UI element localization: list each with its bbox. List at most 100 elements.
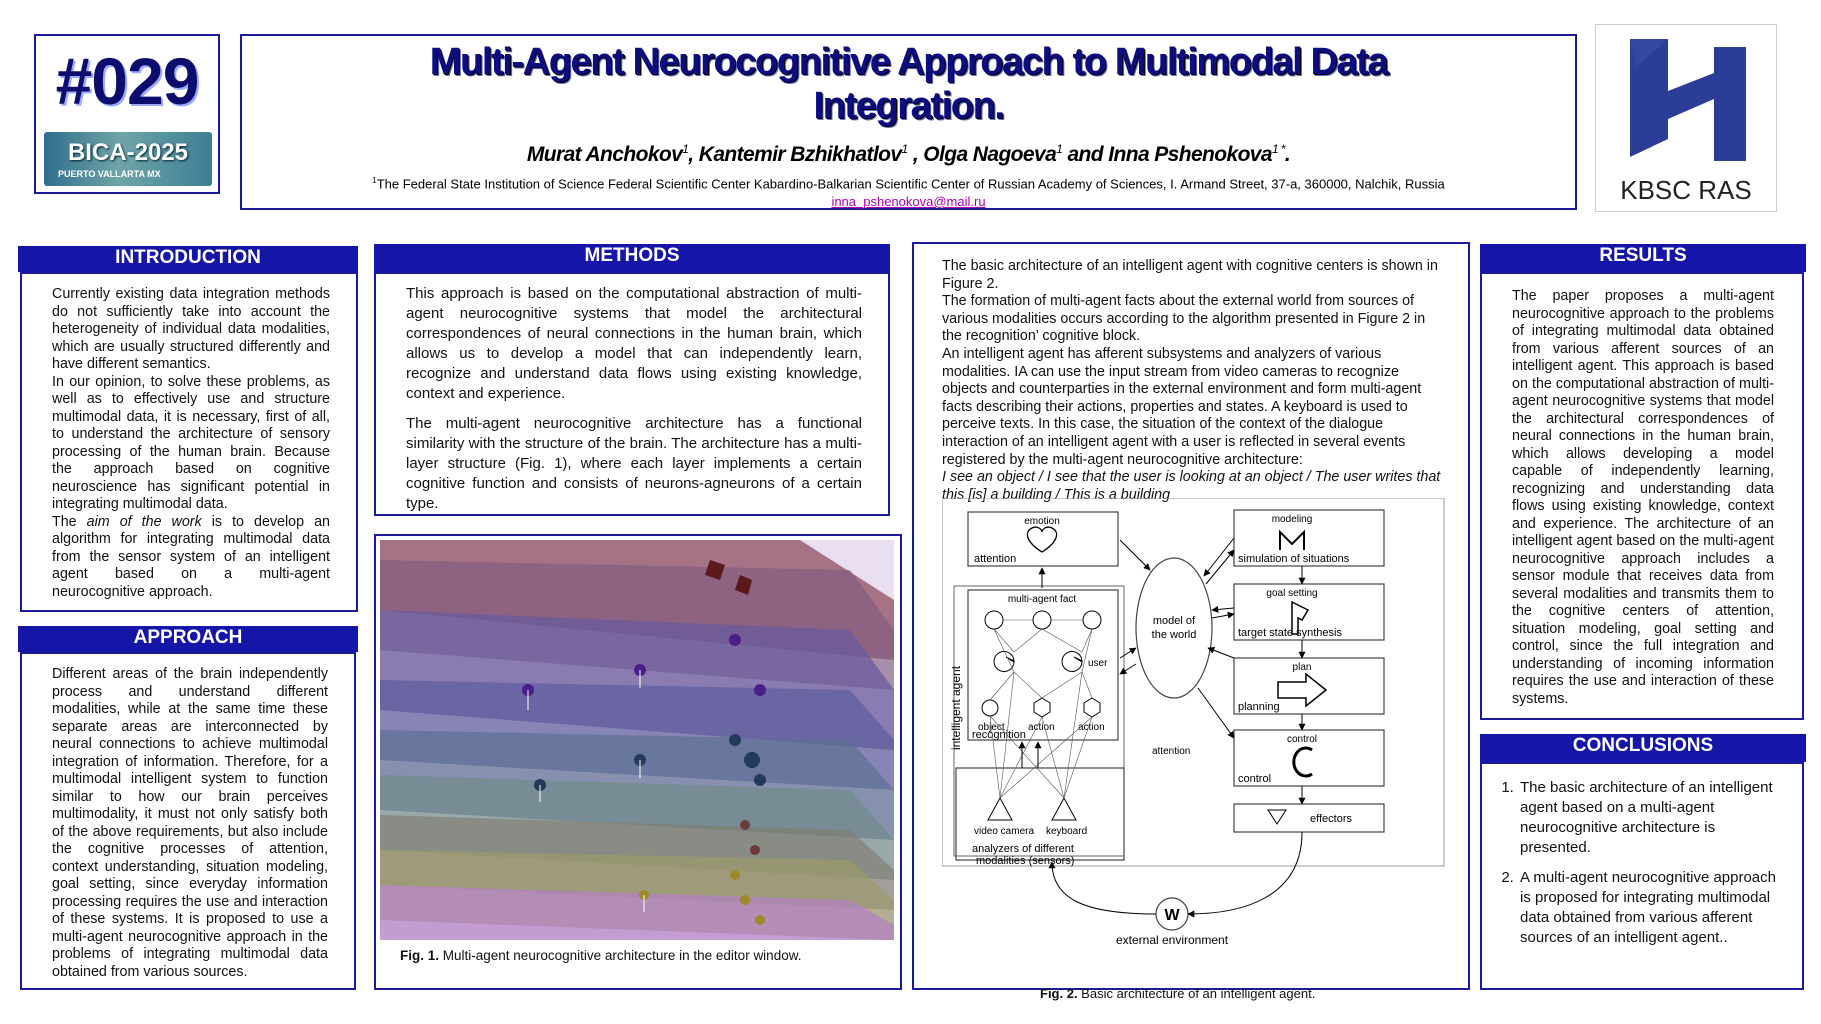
author-name: Inna Pshenokova [1108, 143, 1272, 166]
effectors-label: effectors [1310, 813, 1352, 825]
event-sequence: I see an object / I see that the user is… [942, 469, 1441, 503]
layer-plane [380, 885, 894, 940]
arrow [1211, 605, 1235, 613]
arrow [1207, 646, 1235, 659]
planning-label: planning [1238, 701, 1280, 713]
author-list: Murat Anchokov1, Kantemir Bzhikhatlov1 ,… [242, 142, 1575, 167]
affiliation-mark: 1 [372, 176, 377, 185]
affiliation-text: The Federal State Institution of Science… [376, 176, 1445, 192]
poster-number: #029 [55, 44, 200, 118]
poster-title-line1: Multi-Agent Neurocognitive Approach to M… [429, 41, 1389, 83]
recognition-label: recognition [972, 729, 1026, 741]
arrow [1119, 539, 1151, 571]
figure-1-label: Fig. 1. [400, 948, 440, 963]
analyzers-label: modalities (sensors) [976, 855, 1074, 867]
triangle-down-icon [1267, 809, 1287, 825]
results-section: The paper proposes a multi-agent neuroco… [1480, 272, 1804, 720]
results-paragraph: The paper proposes a multi-agent neuroco… [1512, 288, 1774, 707]
control-label: control [1238, 773, 1271, 785]
modeling-label: modeling [1272, 514, 1313, 525]
conference-logo: BICA-2025 PUERTO VALLARTA MX [44, 132, 212, 186]
simulation-label: simulation of situations [1238, 553, 1350, 565]
intelligent-agent-label: intelligent agent [949, 665, 963, 750]
author-affiliation-mark: 1 [1056, 142, 1063, 156]
methods-section: This approach is based on the computatio… [374, 272, 890, 516]
figure-2-caption: Fig. 2. Basic architecture of an intelli… [1040, 986, 1420, 1001]
figure-2-diagram: intelligent agent emotion attention mult… [942, 498, 1445, 946]
affiliation: 1The Federal State Institution of Scienc… [242, 176, 1575, 191]
aim-emphasis: aim of the work [86, 513, 202, 530]
conclusion-item: The basic architecture of an intelligent… [1518, 778, 1778, 858]
control-icon-label: control [1287, 734, 1317, 745]
author-affiliation-mark: 1 [901, 142, 909, 156]
author-separator: and [1062, 143, 1109, 166]
attention-mid-label: attention [1152, 746, 1190, 757]
c-shape-icon [1292, 746, 1313, 778]
video-camera-label: video camera [974, 826, 1034, 837]
author-separator: , [688, 143, 699, 166]
author-affiliation-mark: 1 [682, 142, 689, 156]
poster-title: Multi-Agent Neurocognitive Approach to M… [242, 40, 1575, 128]
goal-setting-label: goal setting [1266, 588, 1317, 599]
author-separator: . [1284, 143, 1291, 166]
flag-shape-icon [1291, 600, 1310, 635]
target-state-label: target state synthesis [1238, 627, 1342, 639]
poster-number-badge: #029 BICA-2025 PUERTO VALLARTA MX [34, 34, 220, 194]
introduction-aim: The aim of the work is to develop an alg… [52, 514, 330, 602]
effectors-block [1233, 803, 1385, 833]
heart-icon [1026, 526, 1058, 553]
kbsc-logo-icon [1630, 39, 1746, 161]
figure-2-label: Fig. 2. [1040, 986, 1078, 1001]
world-model-label: the world [1152, 629, 1197, 641]
action-label: action [1028, 722, 1055, 733]
conclusions-section: The basic architecture of an intelligent… [1480, 762, 1804, 990]
triangle-up-icon [1051, 796, 1077, 821]
conference-logo-main: BICA-2025 [67, 139, 189, 166]
architecture-text: The basic architecture of an intelligent… [942, 258, 1442, 504]
institution-logo: KBSC RAS [1595, 24, 1777, 212]
arrow [1211, 611, 1235, 619]
aim-text: is to develop an algorithm for integrati… [52, 513, 331, 600]
contact-email[interactable]: inna_pshenokova@mail.ru [831, 194, 986, 209]
methods-heading: METHODS [374, 244, 890, 272]
arrow [1205, 549, 1235, 585]
brain-m-icon [1279, 529, 1305, 550]
introduction-section: Currently existing data integration meth… [20, 272, 358, 612]
arrow [1119, 647, 1137, 659]
methods-paragraph: The multi-agent neurocognitive architect… [406, 415, 862, 512]
attention-block [967, 511, 1119, 567]
approach-section: Different areas of the brain independent… [20, 652, 356, 990]
attention-label: attention [974, 553, 1016, 565]
introduction-heading: INTRODUCTION [18, 246, 358, 272]
architecture-paragraph: An intelligent agent has afferent subsys… [942, 345, 1422, 468]
figure-1-caption: Fig. 1. Multi-agent neurocognitive archi… [400, 948, 880, 963]
action-label: action [1078, 722, 1105, 733]
conference-logo-sub: PUERTO VALLARTA MX [58, 169, 161, 179]
world-model-label: model of [1153, 615, 1196, 627]
conclusions-heading: CONCLUSIONS [1480, 734, 1806, 762]
results-heading: RESULTS [1480, 244, 1806, 272]
control-block [1233, 729, 1385, 787]
logo-text: KBSC RAS [1620, 175, 1752, 205]
figure-2-caption-text: Basic architecture of an intelligent age… [1077, 986, 1316, 1001]
introduction-paragraph: In our opinion, to solve these problems,… [52, 373, 330, 513]
methods-paragraph: This approach is based on the computatio… [406, 285, 862, 402]
architecture-paragraph: The formation of multi-agent facts about… [942, 293, 1426, 345]
author-separator: , [907, 143, 924, 166]
title-block: Multi-Agent Neurocognitive Approach to M… [240, 34, 1577, 210]
conclusions-list: The basic architecture of an intelligent… [1482, 778, 1778, 948]
introduction-paragraph: Currently existing data integration meth… [52, 286, 330, 372]
arrow [1203, 537, 1235, 577]
intelligent-agent-box [953, 585, 1125, 857]
approach-paragraph: Different areas of the brain independent… [52, 666, 328, 980]
figure-1-caption-text: Multi-agent neurocognitive architecture … [439, 948, 802, 963]
author-name: Kantemir Bzhikhatlov [698, 143, 902, 166]
author-name: Murat Anchokov [526, 143, 683, 166]
planning-block [1233, 657, 1385, 715]
layered-architecture-render [380, 540, 894, 940]
recognition-block [967, 589, 1119, 741]
keyboard-label: keyboard [1046, 826, 1087, 837]
arrow [1197, 687, 1235, 739]
world-model-node [1135, 557, 1213, 699]
arrow-right-icon [1277, 672, 1328, 708]
